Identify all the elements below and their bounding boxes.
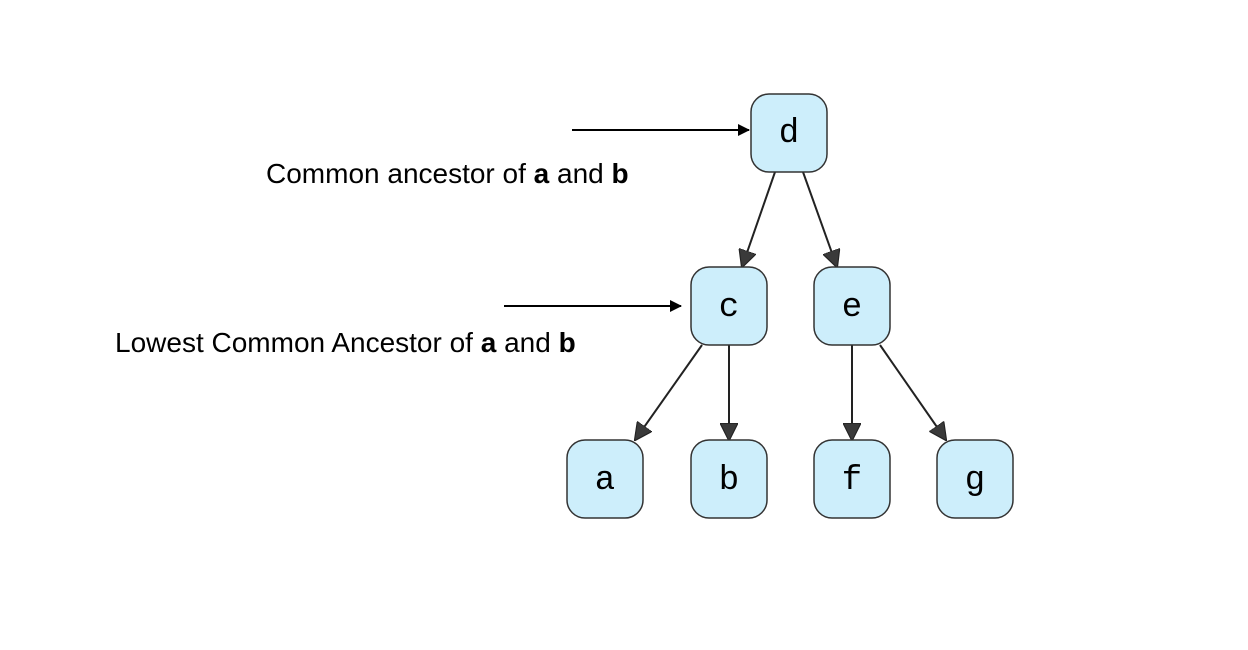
node-c: c	[690, 266, 768, 346]
edge-c-a	[635, 344, 703, 440]
common-ancestor-label: Common ancestor of a and b	[266, 158, 629, 189]
node-label: g	[965, 462, 985, 500]
node-d: d	[750, 93, 828, 173]
node-label: c	[719, 289, 739, 327]
node-e: e	[813, 266, 891, 346]
node-label: a	[595, 462, 615, 500]
lca-label: Lowest Common Ancestor of a and b	[115, 327, 576, 358]
edge-d-c	[742, 171, 776, 267]
node-label: f	[842, 462, 862, 500]
node-g: g	[936, 439, 1014, 519]
node-a: a	[566, 439, 644, 519]
edge-d-e	[802, 171, 837, 267]
node-b: b	[690, 439, 768, 519]
node-f: f	[813, 439, 891, 519]
edges	[635, 171, 946, 440]
edge-e-g	[879, 344, 946, 440]
node-label: d	[779, 115, 799, 153]
node-label: b	[719, 462, 739, 500]
node-label: e	[842, 289, 862, 327]
